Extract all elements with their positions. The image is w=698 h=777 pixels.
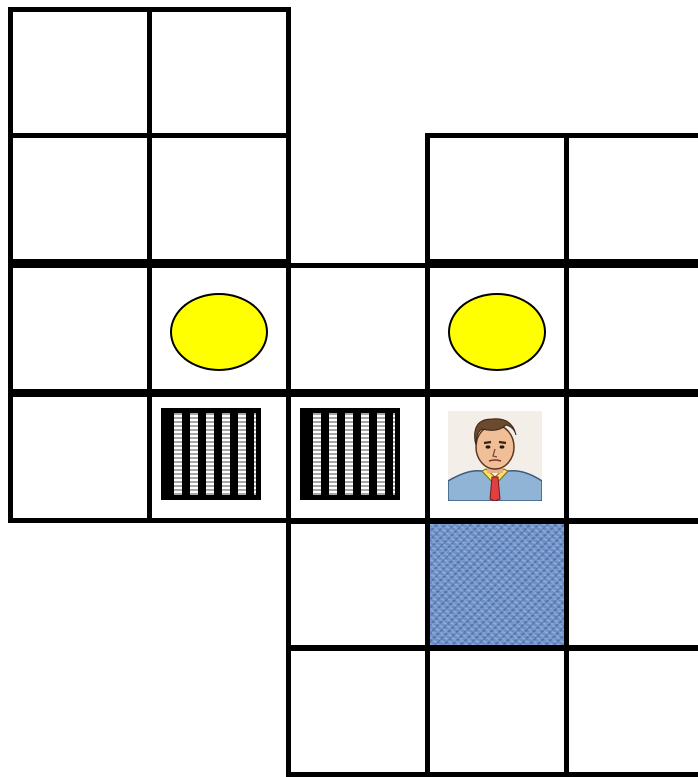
floor-tile — [564, 519, 698, 650]
floor-tile — [564, 646, 698, 777]
floor-tile — [425, 646, 569, 777]
floor-tile — [425, 263, 569, 394]
target-tile — [425, 519, 569, 650]
floor-tile — [147, 133, 291, 264]
floor-tile — [147, 392, 291, 523]
gem-icon — [448, 293, 546, 371]
floor-tile — [8, 133, 152, 264]
box-icon — [300, 408, 400, 500]
floor-tile — [8, 263, 152, 394]
player-face-icon — [448, 411, 542, 501]
floor-tile — [147, 7, 291, 138]
box-pattern — [166, 413, 256, 495]
floor-tile — [286, 392, 430, 523]
floor-tile — [564, 133, 698, 264]
gem-icon — [170, 293, 268, 371]
floor-tile — [425, 133, 569, 264]
floor-tile — [286, 646, 430, 777]
floor-tile — [425, 392, 569, 523]
box-pattern — [305, 413, 395, 495]
floor-tile — [564, 392, 698, 523]
floor-tile — [147, 263, 291, 394]
floor-tile — [286, 263, 430, 394]
floor-tile — [564, 263, 698, 394]
floor-tile — [8, 392, 152, 523]
floor-tile — [286, 519, 430, 650]
box-icon — [161, 408, 261, 500]
floor-tile — [8, 7, 152, 138]
